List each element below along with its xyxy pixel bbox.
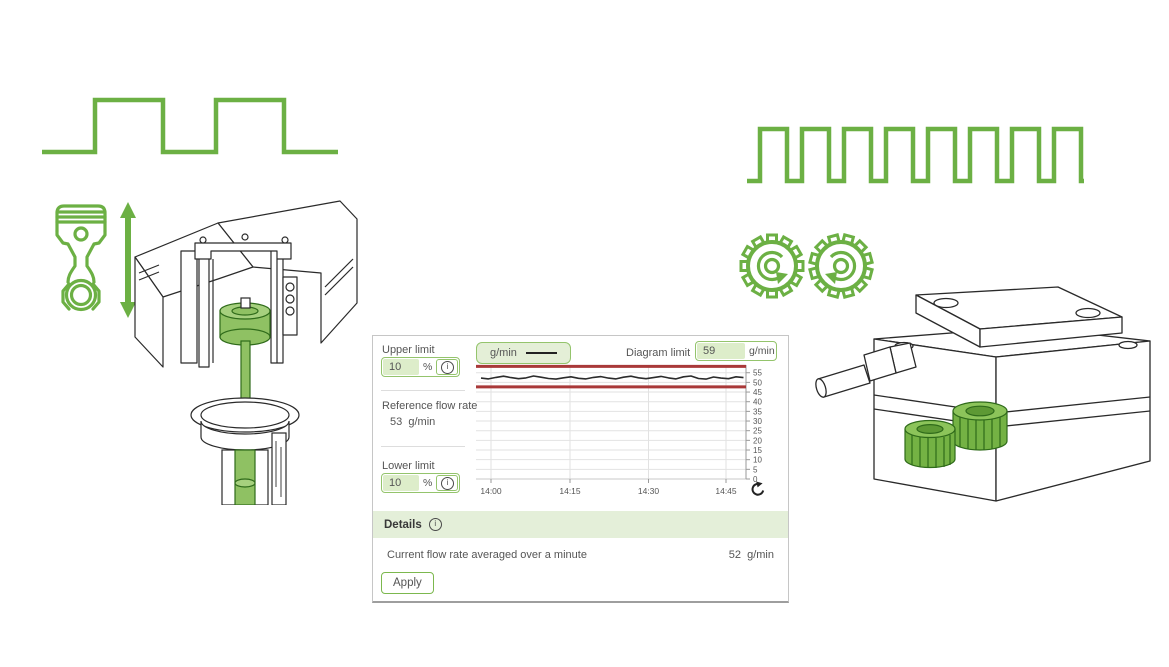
reset-zoom-icon	[751, 481, 765, 496]
diagram-limit-input-group: g/min	[695, 341, 777, 361]
reset-zoom-button[interactable]	[750, 481, 766, 497]
svg-text:15: 15	[753, 446, 762, 455]
svg-text:35: 35	[753, 407, 762, 416]
lower-limit-input[interactable]	[383, 475, 419, 491]
divider	[381, 390, 465, 391]
svg-text:5: 5	[753, 465, 758, 474]
piston-pump-drawing	[134, 200, 358, 505]
upper-limit-label: Upper limit	[382, 344, 435, 356]
reference-flow-rate-label: Reference flow rate	[382, 400, 478, 412]
info-icon: i	[428, 518, 442, 531]
svg-text:14:00: 14:00	[480, 486, 502, 496]
legend-label: g/min	[490, 347, 517, 359]
lower-limit-info-button[interactable]: i	[436, 475, 459, 491]
apply-button[interactable]: Apply	[381, 572, 434, 594]
upper-limit-unit: %	[423, 361, 433, 373]
diagram-limit-input[interactable]	[697, 343, 745, 359]
legend-line-sample	[525, 352, 557, 354]
svg-text:45: 45	[753, 388, 762, 397]
upper-limit-info-button[interactable]: i	[436, 359, 459, 375]
reference-flow-rate-value: 53 g/min	[390, 416, 436, 428]
info-icon: i	[440, 476, 454, 490]
piston-highlight	[219, 302, 271, 418]
upper-limit-input[interactable]	[383, 359, 419, 375]
diagram-limit-unit: g/min	[749, 345, 775, 357]
svg-text:14:15: 14:15	[559, 486, 581, 496]
flow-monitor-panel: Upper limit % i Reference flow rate 53 g…	[372, 335, 789, 603]
piston-icon	[55, 204, 107, 312]
diagram-limit-label: Diagram limit	[626, 347, 691, 359]
rotating-gears-illustration	[739, 233, 874, 299]
lower-limit-unit: %	[423, 477, 433, 489]
current-flow-label: Current flow rate averaged over a minute	[387, 549, 587, 561]
divider	[381, 446, 465, 447]
svg-text:14:30: 14:30	[638, 486, 660, 496]
gear-pump-drawing	[815, 286, 1151, 502]
svg-text:40: 40	[753, 398, 762, 407]
svg-text:55: 55	[753, 369, 762, 378]
info-icon: i	[440, 360, 454, 374]
details-header-band: Details i	[373, 511, 788, 538]
gear-cw-icon	[808, 233, 874, 299]
slow-pulse-waveform	[42, 97, 338, 155]
chart-legend-chip: g/min	[476, 342, 571, 364]
svg-text:50: 50	[753, 378, 762, 387]
svg-text:20: 20	[753, 436, 762, 445]
upper-limit-input-group: % i	[381, 357, 461, 377]
svg-text:10: 10	[753, 456, 762, 465]
details-header: Details	[384, 518, 422, 531]
lower-limit-input-group: % i	[381, 473, 461, 493]
svg-text:25: 25	[753, 427, 762, 436]
piston-stroke-illustration	[55, 202, 136, 318]
svg-text:30: 30	[753, 417, 762, 426]
svg-text:14:45: 14:45	[715, 486, 737, 496]
up-down-arrow-icon	[120, 202, 136, 318]
current-flow-value: 52 g/min	[728, 549, 774, 561]
gear-ccw-icon	[739, 233, 805, 299]
lower-limit-label: Lower limit	[382, 460, 435, 472]
pump-gears-highlight	[904, 401, 1008, 469]
svg-text:0: 0	[753, 475, 758, 484]
fast-pulse-waveform	[747, 126, 1084, 184]
